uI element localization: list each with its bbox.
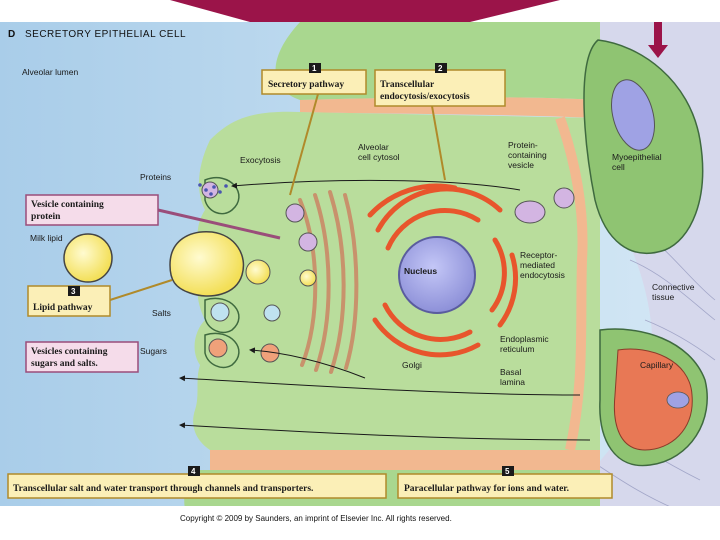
- label-capillary: Capillary: [640, 360, 674, 370]
- label-salts: Salts: [152, 308, 171, 318]
- copyright-text: Copyright © 2009 by Saunders, an imprint…: [180, 514, 452, 523]
- lower-cell: [210, 450, 600, 470]
- label-protein-vesicle-2: containing: [508, 150, 547, 160]
- box-transcellular-endo-number: 2: [438, 64, 443, 73]
- budding-lipid-droplet: [169, 231, 245, 297]
- label-milk-lipid: Milk lipid: [30, 233, 63, 243]
- label-exocytosis: Exocytosis: [240, 155, 281, 165]
- label-alveolar-lumen: Alveolar lumen: [22, 67, 78, 77]
- box-transcellular-salt-number: 4: [191, 467, 196, 476]
- box-secretory-number: 1: [312, 64, 317, 73]
- box-lipid-text: Lipid pathway: [33, 303, 93, 313]
- box-vesicle-protein-line1: Vesicle containing: [31, 200, 104, 210]
- label-receptor-1: Receptor-: [520, 250, 557, 260]
- box-vesicle-protein: Vesicle containing protein: [25, 194, 281, 240]
- label-basal-lamina-2: lamina: [500, 377, 525, 387]
- box-transcellular-salt: 4 Transcellular salt and water transport…: [7, 466, 387, 499]
- box-lipid-number: 3: [71, 287, 76, 296]
- label-golgi: Golgi: [402, 360, 422, 370]
- protein-vesicles: [201, 181, 575, 252]
- box-transcellular-salt-text: Transcellular salt and water transport t…: [13, 484, 313, 494]
- label-proteins: Proteins: [140, 172, 171, 182]
- box-paracellular: 5 Paracellular pathway for ions and wate…: [397, 466, 613, 499]
- box-vesicles-sugars-line2: sugars and salts.: [31, 359, 98, 369]
- basal-membrane: [555, 116, 588, 452]
- label-alveolar-cytosol-1: Alveolar: [358, 142, 389, 152]
- top-banner: [0, 0, 720, 22]
- box-lipid-pathway: 3 Lipid pathway: [27, 279, 173, 317]
- box-transcellular-endo-line2: endocytosis/exocytosis: [380, 92, 470, 102]
- box-vesicles-sugars: Vesicles containing sugars and salts.: [25, 341, 139, 373]
- cell-cytosol: [193, 111, 600, 450]
- capillary: [599, 328, 708, 467]
- label-receptor-2: mediated: [520, 260, 555, 270]
- endoplasmic-reticulum: [367, 183, 518, 358]
- structure-labels: Exocytosis Proteins Milk lipid Salts Sug…: [30, 140, 565, 370]
- label-myoepithelial-2: cell: [612, 162, 625, 172]
- label-protein-vesicle-1: Protein-: [508, 140, 538, 150]
- sugar-vesicles: [208, 338, 280, 363]
- down-arrow-icon: [648, 22, 668, 58]
- panel-title-text: SECRETORY EPITHELIAL CELL: [25, 29, 186, 40]
- lipid-small-2: [299, 269, 317, 287]
- label-sugars: Sugars: [140, 346, 167, 356]
- label-er-1: Endoplasmic: [500, 334, 549, 344]
- lipid-small-1: [245, 259, 271, 285]
- label-alveolar-cytosol-2: cell cytosol: [358, 152, 400, 162]
- label-myoepithelial-1: Myoepithelial: [612, 152, 662, 162]
- region-labels: Alveolar lumen Alveolar cell cytosol Myo…: [22, 67, 695, 387]
- golgi: [298, 190, 359, 374]
- myoepithelial-cell: [583, 39, 704, 255]
- label-receptor-3: endocytosis: [520, 270, 565, 280]
- protein-particles: [198, 183, 228, 196]
- milk-lipid-droplet: [63, 233, 113, 283]
- label-connective-2: tissue: [652, 292, 674, 302]
- box-transcellular-endo-line1: Transcellular: [380, 80, 435, 90]
- box-paracellular-number: 5: [505, 467, 510, 476]
- box-secretory-text: Secretory pathway: [268, 80, 344, 90]
- label-connective-1: Connective: [652, 282, 695, 292]
- box-vesicle-protein-line2: protein: [31, 212, 61, 222]
- label-er-2: reticulum: [500, 344, 534, 354]
- box-transcellular-endo: 2 Transcellular endocytosis/exocytosis: [374, 63, 506, 181]
- label-nucleus: Nucleus: [404, 266, 437, 276]
- footer-background: [0, 506, 720, 540]
- box-vesicles-sugars-line1: Vesicles containing: [31, 347, 108, 357]
- banner-shape: [170, 0, 560, 22]
- panel-title: D SECRETORY EPITHELIAL CELL: [8, 29, 186, 40]
- box-secretory-pathway: 1 Secretory pathway: [261, 63, 367, 196]
- box-paracellular-text: Paracellular pathway for ions and water.: [404, 484, 569, 494]
- label-basal-lamina-1: Basal: [500, 367, 521, 377]
- panel-letter: D: [8, 29, 16, 40]
- nucleus: [398, 236, 476, 314]
- label-protein-vesicle-3: vesicle: [508, 160, 534, 170]
- salt-vesicles: [210, 302, 281, 322]
- transport-arrows: [179, 179, 591, 441]
